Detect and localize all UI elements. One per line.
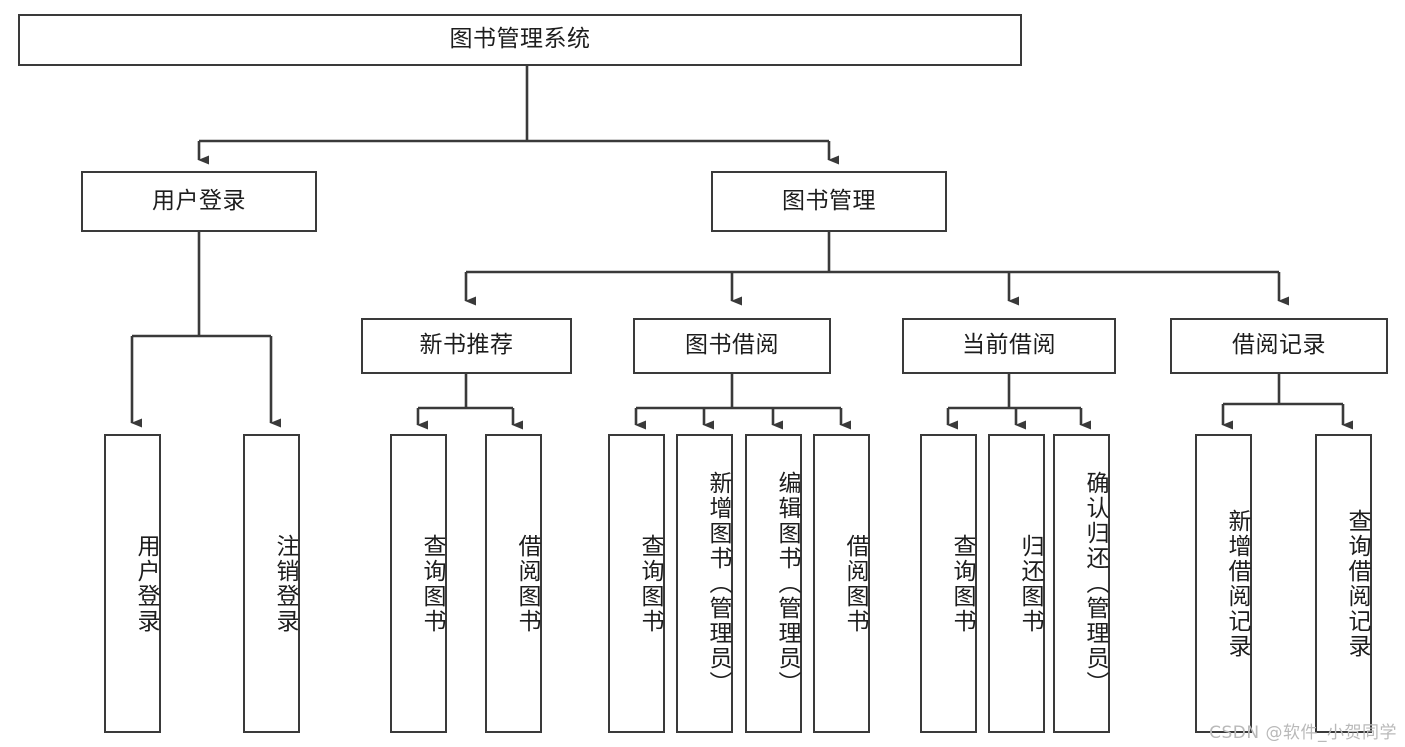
leaf-edit-book-admin[interactable]: 编辑图书（管理员） [745,434,802,733]
node-user-login[interactable]: 用户登录 [81,171,317,232]
leaf-borrow-book-newbook[interactable]: 借阅图书 [485,434,542,733]
node-root[interactable]: 图书管理系统 [18,14,1022,66]
leaf-query-book-borrow-label: 查询图书 [637,533,663,634]
node-book-management-label: 图书管理 [782,187,876,214]
node-user-login-label: 用户登录 [152,187,246,214]
leaf-logout[interactable]: 注销登录 [243,434,300,733]
node-root-label: 图书管理系统 [449,26,591,53]
node-book-management[interactable]: 图书管理 [711,171,947,232]
node-new-book-recommend[interactable]: 新书推荐 [361,318,572,374]
leaf-return-book-label: 归还图书 [1017,533,1043,634]
leaf-query-book-borrow[interactable]: 查询图书 [608,434,665,733]
leaf-borrow-book-borrow-label: 借阅图书 [842,533,868,634]
leaf-add-borrow-record[interactable]: 新增借阅记录 [1195,434,1252,733]
leaf-edit-book-admin-label: 编辑图书（管理员） [774,471,800,696]
leaf-user-login-label: 用户登录 [133,533,159,634]
node-book-borrow-label: 图书借阅 [685,332,779,359]
node-current-borrow-label: 当前借阅 [962,332,1056,359]
leaf-add-book-admin[interactable]: 新增图书（管理员） [676,434,733,733]
leaf-confirm-return-admin[interactable]: 确认归还（管理员） [1053,434,1110,733]
leaf-query-book-newbook-label: 查询图书 [419,533,445,634]
node-book-borrow[interactable]: 图书借阅 [633,318,831,374]
leaf-borrow-book-newbook-label: 借阅图书 [514,533,540,634]
leaf-logout-label: 注销登录 [272,533,298,634]
leaf-add-book-admin-label: 新增图书（管理员） [705,471,731,696]
leaf-query-book-current-label: 查询图书 [949,533,975,634]
leaf-return-book[interactable]: 归还图书 [988,434,1045,733]
leaf-query-book-newbook[interactable]: 查询图书 [390,434,447,733]
leaf-query-borrow-record-label: 查询借阅记录 [1344,508,1370,659]
node-borrow-record[interactable]: 借阅记录 [1170,318,1388,374]
leaf-user-login[interactable]: 用户登录 [104,434,161,733]
leaf-confirm-return-admin-label: 确认归还（管理员） [1082,471,1108,696]
node-borrow-record-label: 借阅记录 [1232,332,1326,359]
leaf-borrow-book-borrow[interactable]: 借阅图书 [813,434,870,733]
leaf-query-book-current[interactable]: 查询图书 [920,434,977,733]
leaf-add-borrow-record-label: 新增借阅记录 [1224,508,1250,659]
node-current-borrow[interactable]: 当前借阅 [902,318,1116,374]
node-new-book-recommend-label: 新书推荐 [419,332,514,359]
leaf-query-borrow-record[interactable]: 查询借阅记录 [1315,434,1372,733]
